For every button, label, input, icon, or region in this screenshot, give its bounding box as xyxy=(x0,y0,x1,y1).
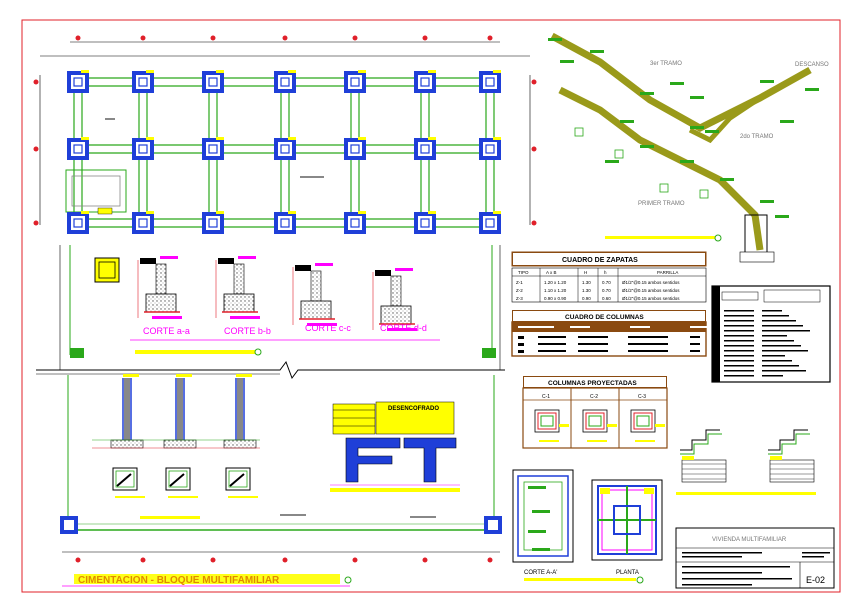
footing-column xyxy=(344,70,366,93)
proy-c3: C-3 xyxy=(638,394,646,400)
zapata-header: h xyxy=(604,270,607,275)
footing-column xyxy=(414,70,436,93)
proyectadas-table: COLUMNAS PROYECTADAS C-1 C-2 C-3 xyxy=(522,376,668,449)
zapata-cell: 1.20 x 1.20 xyxy=(544,280,567,285)
corte-b-label: CORTE b-b xyxy=(224,326,271,336)
zapata-cell: Z-1 xyxy=(516,280,523,285)
proy-c2: C-2 xyxy=(590,394,598,400)
planta-label: PLANTA xyxy=(616,570,639,576)
corte-AA-label: CORTE A-A' xyxy=(524,570,557,576)
proy-c1: C-1 xyxy=(542,394,550,400)
footing-column xyxy=(414,137,436,160)
desencofrado-detail: DESENCOFRADO xyxy=(330,401,460,492)
footing-section xyxy=(372,268,417,331)
zapata-cell: 1.30 xyxy=(582,288,591,293)
footing-column xyxy=(274,70,296,93)
footing-column xyxy=(67,137,89,160)
zapata-cell: 1.10 x 1.20 xyxy=(544,288,567,293)
footing-column xyxy=(479,137,501,160)
specs-panel xyxy=(711,285,831,383)
footing-column xyxy=(414,211,436,234)
stair-step-detail xyxy=(680,429,727,483)
footing-section xyxy=(292,263,337,326)
footing-column xyxy=(274,137,296,160)
stair-tramo3: 3er TRAMO xyxy=(650,61,682,67)
proyectadas-title: COLUMNAS PROYECTADAS xyxy=(548,380,637,387)
footing-column xyxy=(67,70,89,93)
stair-descanso: DESCANSO xyxy=(795,62,829,68)
footing-sections xyxy=(137,256,417,331)
corte-a-label: CORTE a-a xyxy=(143,326,190,336)
column-elevation xyxy=(223,374,258,498)
project-name: VIVIENDA MULTIFAMILIAR xyxy=(712,537,787,543)
zapata-header: A x B xyxy=(546,270,557,275)
zapata-cell: 0.90 xyxy=(582,296,591,301)
zapata-cell: 0.90 x 0.90 xyxy=(544,296,567,301)
column-details xyxy=(92,374,260,498)
footing-section xyxy=(215,256,260,319)
zapata-cell: 0.70 xyxy=(602,288,611,293)
projected-column xyxy=(534,409,569,442)
footing-column xyxy=(132,137,154,160)
corte-c-label: CORTE c-c xyxy=(305,323,351,333)
stair-section-details xyxy=(676,429,816,495)
zapata-cell: Ø1/2"@0.15 ambos sentidos xyxy=(622,288,680,293)
footing-column xyxy=(479,211,501,234)
stair-primer: PRIMER TRAMO xyxy=(638,201,685,207)
zapata-cell: Z-3 xyxy=(516,296,523,301)
desencofrado-title: DESENCOFRADO xyxy=(388,406,439,412)
zapata-cell: Ø1/2"@0.15 ambos sentidos xyxy=(622,296,680,301)
cistern-details: CORTE A-A' PLANTA xyxy=(512,469,663,584)
projected-column xyxy=(582,409,617,442)
sheet-frame xyxy=(21,19,841,593)
footing-column xyxy=(132,211,154,234)
foundation-plan xyxy=(33,35,537,563)
title-block: VIVIENDA MULTIFAMILIAR E-02 xyxy=(675,527,835,589)
stair-step-detail xyxy=(768,429,815,483)
footing-column xyxy=(202,211,224,234)
footer-title: CIMENTACION - BLOQUE MULTIFAMILIAR xyxy=(78,575,280,586)
columnas-title: CUADRO DE COLUMNAS xyxy=(565,314,644,321)
footing-column xyxy=(132,70,154,93)
stair-isometric: 3er TRAMO 2do TRAMO DESCANSO PRIMER TRAM… xyxy=(548,32,829,263)
column-elevation xyxy=(163,374,198,498)
footing-column xyxy=(202,137,224,160)
zapata-header: TIPO xyxy=(518,270,529,275)
zapata-cell: 1.30 xyxy=(582,280,591,285)
zapata-header: PARRILLA xyxy=(657,270,678,275)
zapata-cell: Ø1/2"@0.15 ambos sentidos xyxy=(622,280,680,285)
footing-column xyxy=(274,211,296,234)
column-elevation xyxy=(110,374,145,498)
sheet-number: E-02 xyxy=(806,575,825,585)
footing-column xyxy=(344,137,366,160)
zapatas-title: CUADRO DE ZAPATAS xyxy=(562,257,638,264)
footing-column xyxy=(67,211,89,234)
zapata-header: H xyxy=(584,270,587,275)
footing-section xyxy=(137,256,182,319)
stair-tramo2: 2do TRAMO xyxy=(740,134,774,140)
corte-d-label: CORTE d-d xyxy=(380,323,427,333)
zapata-cell: 0.70 xyxy=(602,280,611,285)
footing-column xyxy=(479,70,501,93)
footing-column xyxy=(344,211,366,234)
columnas-table: CUADRO DE COLUMNAS xyxy=(511,310,710,357)
footing-column xyxy=(202,70,224,93)
zapata-cell: 0.60 xyxy=(602,296,611,301)
projected-column xyxy=(630,409,665,442)
zapata-cell: Z-2 xyxy=(516,288,523,293)
